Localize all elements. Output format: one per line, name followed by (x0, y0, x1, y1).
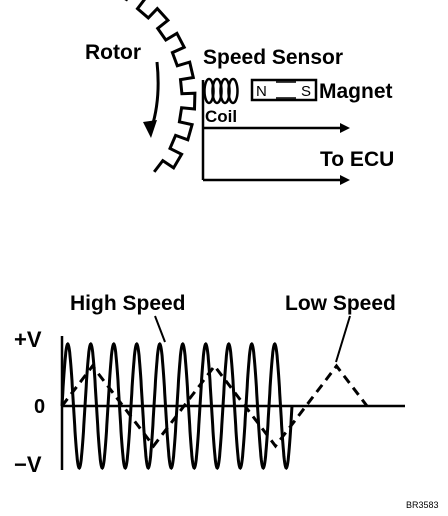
magnet: N S (250, 78, 318, 102)
waveform-graph: High Speed Low Speed +V 0 −V (14, 292, 405, 477)
wire-arrow-head-upper (340, 123, 350, 133)
speed-sensor: Speed Sensor Coil N S Magnet To ECU (201, 46, 394, 185)
output-wires (201, 80, 340, 182)
to-ecu-label: To ECU (320, 148, 394, 171)
high-speed-leader (154, 315, 166, 343)
high-speed-label: High Speed (70, 292, 186, 315)
low-speed-label: Low Speed (285, 292, 396, 315)
figure-id: BR3583 (406, 500, 439, 510)
low-speed-wave (60, 363, 369, 449)
speed-sensor-label: Speed Sensor (203, 46, 343, 69)
rotor-label: Rotor (85, 41, 141, 64)
magnet-s-label: S (301, 83, 311, 100)
minus-v-label: −V (14, 452, 42, 477)
plus-v-label: +V (14, 327, 42, 352)
rotor-diagram: Rotor (85, 0, 197, 173)
high-speed-wave (60, 342, 294, 470)
rotor-toothed-edge (124, 0, 197, 173)
low-speed-leader (335, 315, 351, 363)
coil-label: Coil (205, 107, 237, 126)
rotor-rotation-arrow (149, 61, 160, 131)
coil (203, 77, 239, 105)
zero-label: 0 (34, 396, 45, 418)
wire-arrow-head-lower (340, 175, 350, 185)
magnet-n-label: N (256, 83, 267, 100)
rotor-arrow-head (143, 120, 157, 138)
magnet-label: Magnet (319, 80, 393, 103)
